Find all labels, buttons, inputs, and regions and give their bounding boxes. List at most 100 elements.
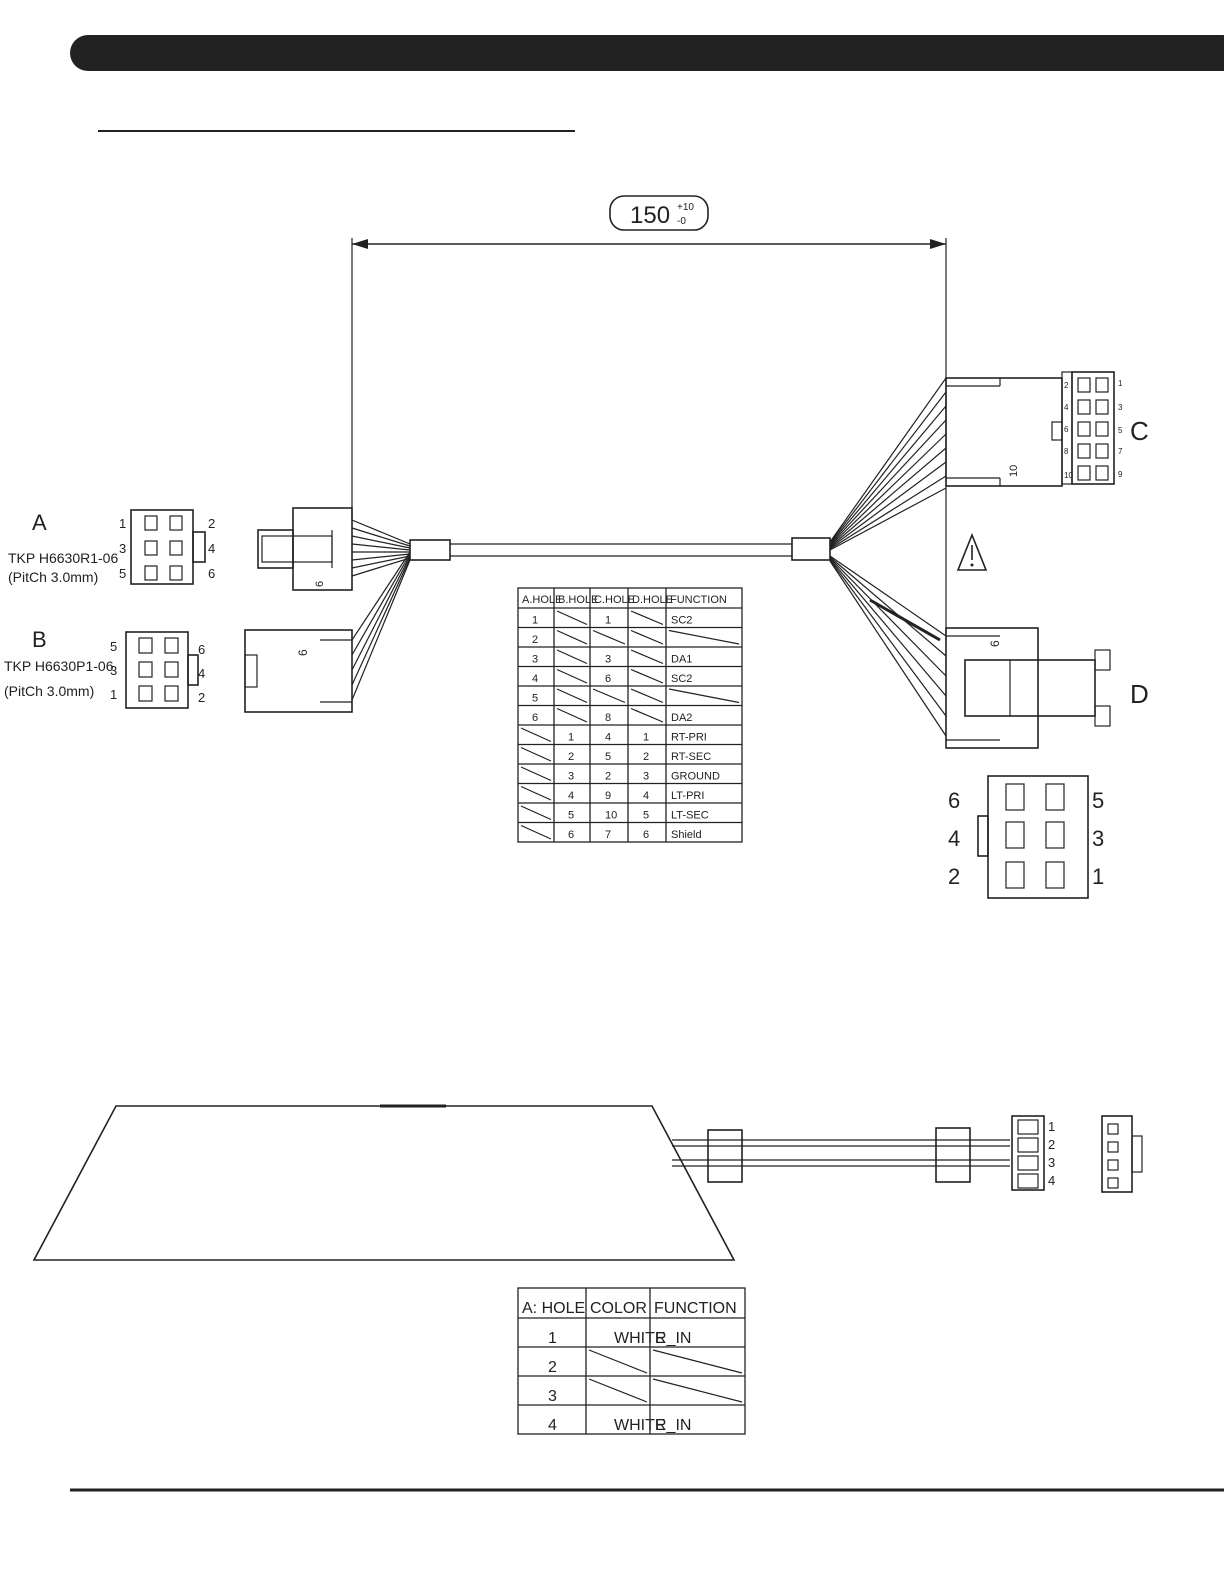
wire-fan-right — [829, 377, 947, 737]
connector-d: 6 D 6 4 2 5 3 1 — [945, 627, 1149, 899]
table-header: COLOR — [590, 1300, 647, 1317]
table-cell: 2 — [568, 751, 574, 763]
empty-cell-slash — [556, 688, 588, 704]
table-cell: LT-PRI — [671, 790, 704, 802]
connector-a-body — [292, 507, 353, 591]
connector-a-pin: 2 — [208, 516, 215, 531]
table-header: FUNCTION — [670, 594, 727, 606]
connector-c-pin: 9 — [1118, 470, 1123, 479]
connector-d-body — [945, 627, 1039, 749]
empty-cell-slash — [556, 649, 588, 665]
connector-b-pin: 3 — [110, 663, 117, 678]
connector-b-face — [125, 631, 189, 709]
connector-a-pin: 5 — [119, 566, 126, 581]
table-header: D.HOLE — [632, 594, 673, 606]
table-header: C.HOLE — [594, 594, 635, 606]
table-cell: 5 — [532, 693, 538, 705]
table-header: A: HOLE — [522, 1300, 585, 1317]
connector-a-mark: 6 — [314, 581, 326, 587]
sensor-connector-pin: 2 — [1048, 1137, 1055, 1152]
table-cell: 9 — [605, 790, 611, 802]
connector-c-letter: C — [1130, 416, 1149, 446]
table-cell: 4 — [532, 673, 538, 685]
connector-c: 10 2 4 6 8 10 1 3 5 7 9 C — [945, 371, 1149, 487]
table-cell: 3 — [532, 654, 538, 666]
table-cell: 6 — [643, 829, 649, 841]
table-cell: DA2 — [671, 712, 692, 724]
table-cell: 1 — [548, 1330, 557, 1347]
table-cell: 3 — [605, 654, 611, 666]
table-cell: 5 — [605, 751, 611, 763]
warning-icon — [956, 532, 988, 571]
dimension-tol-minus: -0 — [677, 216, 686, 227]
connector-d-mark: 6 — [988, 640, 1002, 647]
connector-a-pin: 1 — [119, 516, 126, 531]
table-cell: 3 — [568, 771, 574, 783]
connector-d-face — [987, 775, 1089, 899]
empty-cell-slash — [592, 688, 626, 704]
table-cell: 4 — [568, 790, 574, 802]
empty-cell-slash — [652, 1349, 743, 1374]
table-cell: 2 — [605, 771, 611, 783]
table-cell: LT-SEC — [671, 810, 709, 822]
connector-b-letter: B — [32, 627, 47, 652]
empty-cell-slash — [520, 727, 552, 743]
connector-b-pin: 1 — [110, 687, 117, 702]
table-cell: 2 — [548, 1359, 557, 1376]
table-cell: 1 — [643, 732, 649, 744]
table-cell: DA1 — [671, 654, 692, 666]
empty-cell-slash — [592, 629, 626, 645]
connector-c-body — [945, 377, 1063, 487]
sensor-sleeve-left — [707, 1129, 743, 1183]
table-cell: RT-SEC — [671, 751, 711, 763]
table-cell: RT-PRI — [671, 732, 707, 744]
empty-cell-slash — [556, 629, 588, 645]
table-cell: 4 — [548, 1417, 557, 1434]
empty-cell-slash — [588, 1349, 648, 1374]
table-cell: 1 — [568, 732, 574, 744]
table-cell: WHITE — [614, 1330, 666, 1347]
table-cell: 3 — [548, 1388, 557, 1405]
connector-b: B TKP H6630P1-06 (PitCh 3.0mm) 5 3 1 6 4… — [4, 627, 353, 713]
connector-a-letter: A — [32, 510, 47, 535]
header-bar — [70, 35, 1224, 71]
right-sleeve — [791, 537, 831, 561]
empty-cell-slash — [588, 1378, 648, 1403]
dimension-callout: 150 +10 -0 — [351, 195, 947, 640]
empty-cell-slash — [520, 746, 552, 762]
sensor-connector-face — [1101, 1115, 1133, 1193]
connector-b-part: TKP H6630P1-06 — [4, 658, 114, 674]
empty-cell-slash — [520, 805, 552, 821]
table-header: B.HOLE — [558, 594, 598, 606]
table-cell: SC2 — [671, 615, 692, 627]
connector-c-pin: 1 — [1118, 379, 1123, 388]
dimension-tol-plus: +10 — [677, 202, 694, 213]
connector-a-pitch: (PitCh 3.0mm) — [8, 569, 98, 585]
table-cell: 5 — [568, 810, 574, 822]
table-cell: 1 — [605, 615, 611, 627]
empty-cell-slash — [556, 610, 588, 626]
sensor-connector-pin: 4 — [1048, 1173, 1055, 1188]
connector-b-pitch: (PitCh 3.0mm) — [4, 683, 94, 699]
connector-a-part: TKP H6630R1-06 — [8, 550, 118, 566]
empty-cell-slash — [630, 610, 664, 626]
connector-a-pin: 4 — [208, 541, 215, 556]
table-cell: R_IN — [655, 1417, 691, 1434]
empty-cell-slash — [630, 668, 664, 684]
connector-c-mark: 10 — [1008, 465, 1020, 477]
connector-b-body — [244, 629, 353, 713]
connector-b-pin: 6 — [198, 642, 205, 657]
connector-a-pin: 3 — [119, 541, 126, 556]
connector-c-pin: 5 — [1118, 426, 1123, 435]
connector-a: A TKP H6630R1-06 (PitCh 3.0mm) 1 3 5 2 4… — [8, 507, 353, 591]
table-cell: 8 — [605, 712, 611, 724]
connector-b-pin: 2 — [198, 690, 205, 705]
table-cell: WHITE — [614, 1417, 666, 1434]
sensor-plate — [32, 1104, 736, 1261]
empty-cell-slash — [520, 785, 552, 801]
table-cell: R_IN — [655, 1330, 691, 1347]
table-cell: 5 — [643, 810, 649, 822]
